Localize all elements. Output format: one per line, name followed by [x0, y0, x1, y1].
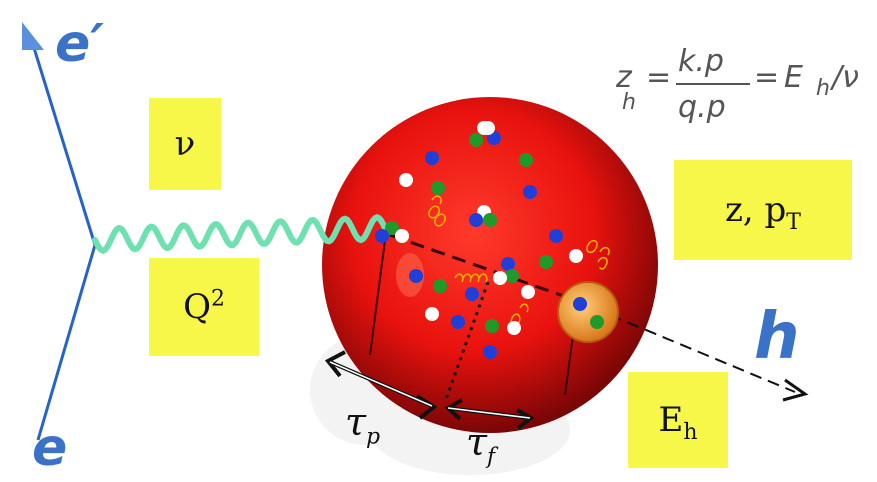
quark-blue: [465, 287, 479, 301]
quark-blue: [451, 315, 465, 329]
formula-denominator: q.p: [678, 90, 726, 125]
z-pt-box: z, pT: [674, 160, 852, 260]
nu-label: ν: [174, 124, 196, 164]
formula-z-sub: h: [622, 90, 636, 115]
quark-green: [431, 181, 445, 195]
quark-blue: [469, 213, 483, 227]
incoming-electron-label: e: [32, 418, 68, 478]
quark-green: [469, 133, 483, 147]
tau-f-label: τf: [466, 420, 496, 470]
nucleus-line: [369, 239, 386, 356]
nu-box: ν: [149, 98, 221, 190]
formula-e-sub: h: [816, 76, 830, 101]
quark-green: [505, 269, 519, 283]
q2-label: Q2: [183, 286, 225, 327]
quark-blue: [549, 229, 563, 243]
quark-white: [395, 229, 409, 243]
formula-e: E: [784, 60, 803, 95]
tau-p-arrow: [324, 350, 438, 420]
q2-box: Q2: [149, 258, 259, 356]
quark-blue: [573, 297, 587, 311]
quark-blue: [425, 151, 439, 165]
z-pt-label: z, pT: [725, 190, 801, 235]
quark-green: [433, 279, 447, 293]
quark-white: [569, 249, 583, 263]
quark-white: [481, 121, 495, 135]
hadron-path: [609, 314, 796, 393]
quark-green: [590, 315, 604, 329]
quark-cluster: [375, 121, 583, 359]
quark-green: [485, 319, 499, 333]
quark-blue: [483, 345, 497, 359]
formation-line: [443, 281, 490, 403]
eh-box: Eh: [628, 372, 728, 468]
formula-eq2: =: [754, 60, 780, 95]
quark-green: [483, 213, 497, 227]
outgoing-electron-label: e′: [55, 14, 104, 74]
virtual-photon: [92, 214, 388, 254]
quark-white: [399, 173, 413, 187]
formula-numerator: k.p: [678, 44, 724, 79]
formula-slash-nu: /ν: [832, 60, 859, 95]
tau-p-label: τp: [345, 400, 381, 450]
quark-white: [521, 285, 535, 299]
gluon-curl: [586, 239, 610, 270]
eh-label: Eh: [658, 400, 698, 445]
quark-white: [493, 271, 507, 285]
quark-path: [389, 233, 576, 302]
quark-blue: [523, 185, 537, 199]
nucleus: [322, 97, 658, 433]
quark-green: [385, 221, 399, 235]
zh-formula: z h = k.p q.p = E h /ν: [610, 44, 875, 140]
hadron: [557, 281, 619, 343]
hadron-arrow-head: [782, 378, 809, 402]
formula-eq1: =: [646, 60, 672, 95]
incoming-electron-line: [36, 244, 97, 441]
tau-f-arrow: [444, 398, 535, 430]
quark-blue: [375, 229, 389, 243]
gluon-curl: [428, 195, 446, 227]
hadron-label: h: [754, 300, 800, 374]
quark-blue: [501, 257, 515, 271]
quark-white: [425, 307, 439, 321]
quark-green: [519, 153, 533, 167]
formula-z: z: [616, 60, 632, 95]
quark-white: [507, 321, 521, 335]
quark-green: [539, 255, 553, 269]
formula-fraction-bar: [676, 83, 750, 85]
quark-blue: [409, 269, 423, 283]
electron-arrow-head: [22, 22, 44, 50]
outgoing-electron-line: [28, 34, 97, 246]
gluon-curl: [454, 273, 488, 283]
